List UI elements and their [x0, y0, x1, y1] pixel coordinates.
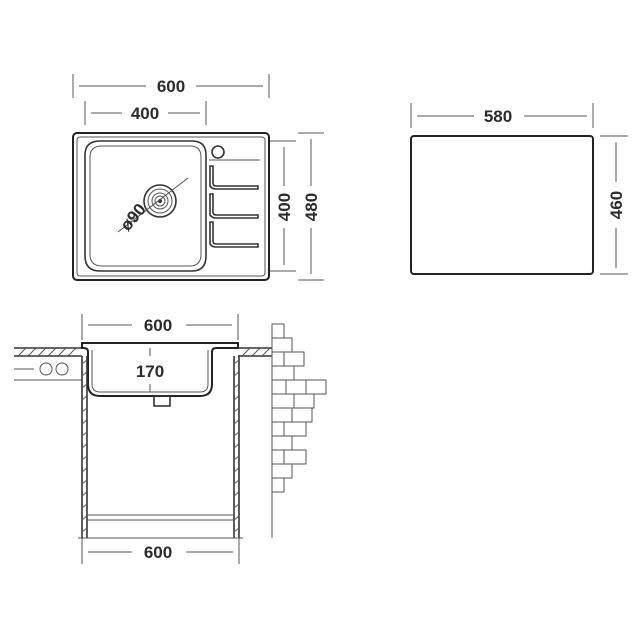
- top-view: ø90 600 400: [72, 74, 324, 281]
- sink-inner-rim: [76, 136, 266, 277]
- cabinet-width-label: 600: [144, 543, 172, 562]
- dimension-cabinet-width: 600: [81, 538, 240, 564]
- dimension-overall-depth: 480: [298, 132, 324, 281]
- sink-cross-section: [81, 342, 239, 397]
- dimension-bowl-depth: 400: [270, 140, 296, 272]
- bowl-depth-label: 400: [275, 193, 294, 221]
- dimension-sink-width: 600: [81, 314, 239, 340]
- overall-width-label: 600: [157, 77, 185, 96]
- dimension-bowl-height: 170: [136, 348, 164, 392]
- sink-width-label: 600: [144, 316, 172, 335]
- dimension-cutout-width: 580: [410, 103, 594, 128]
- countertop-right: [238, 347, 272, 357]
- drain-icon: [143, 184, 177, 218]
- side-view: 170: [14, 314, 327, 564]
- cutout-width-label: 580: [484, 107, 512, 126]
- bowl-width-label: 400: [131, 104, 159, 123]
- drain-outlet-icon: [153, 395, 171, 407]
- countertop-left: [14, 347, 82, 381]
- cutout-depth-label: 460: [607, 191, 626, 219]
- bowl-height-label: 170: [136, 362, 164, 381]
- bowl-outline: [84, 140, 207, 272]
- cutout-view: 580 460: [410, 103, 628, 275]
- dimension-bowl-width: 400: [84, 101, 207, 125]
- bowl-inner-outline: [89, 145, 202, 267]
- dimension-cutout-depth: 460: [600, 135, 628, 275]
- cabinet: [78, 356, 243, 539]
- overall-depth-label: 480: [302, 193, 321, 221]
- drainboard-ribs: [209, 159, 260, 248]
- drain-diameter-leader: [117, 177, 189, 233]
- brick-wall: [271, 323, 327, 538]
- cutout-outline: [410, 135, 594, 275]
- appliance-knobs-icon: [14, 362, 69, 376]
- dimension-overall-width: 600: [72, 74, 270, 98]
- faucet-hole: [211, 145, 225, 159]
- sink-outline: [72, 132, 270, 281]
